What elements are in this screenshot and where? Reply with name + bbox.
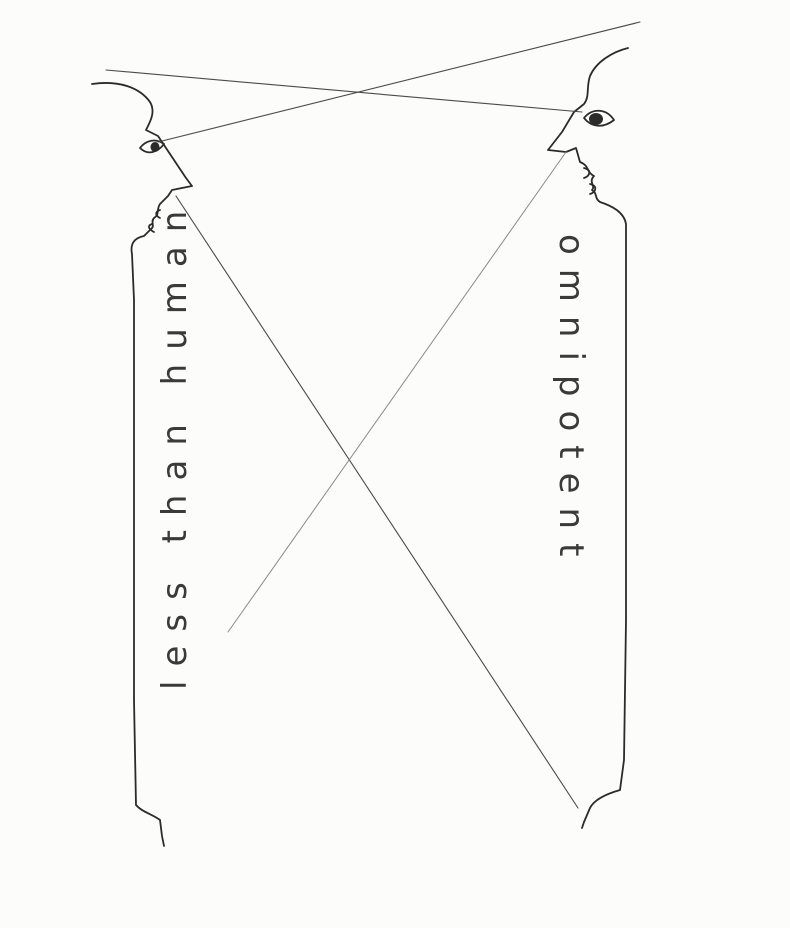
left-neck-detail bbox=[148, 209, 161, 233]
left-eye bbox=[139, 139, 165, 154]
right-pupil bbox=[589, 113, 603, 125]
right-diagonal-line bbox=[227, 151, 567, 633]
right-gaze-line bbox=[105, 69, 583, 113]
left-figure-outline bbox=[91, 82, 193, 847]
left-label-group: less than human bbox=[155, 197, 195, 690]
sight-lines bbox=[105, 21, 641, 809]
left-figure bbox=[91, 82, 193, 847]
right-neck-detail bbox=[583, 167, 597, 195]
left-figure-label: less than human bbox=[155, 197, 195, 690]
right-figure bbox=[547, 47, 629, 829]
right-eye bbox=[583, 109, 615, 127]
left-gaze-line bbox=[157, 21, 641, 143]
left-pupil bbox=[150, 142, 160, 152]
right-figure-label: omnipotent bbox=[551, 234, 591, 570]
left-diagonal-line bbox=[175, 195, 579, 809]
right-label-group: omnipotent bbox=[551, 234, 591, 570]
